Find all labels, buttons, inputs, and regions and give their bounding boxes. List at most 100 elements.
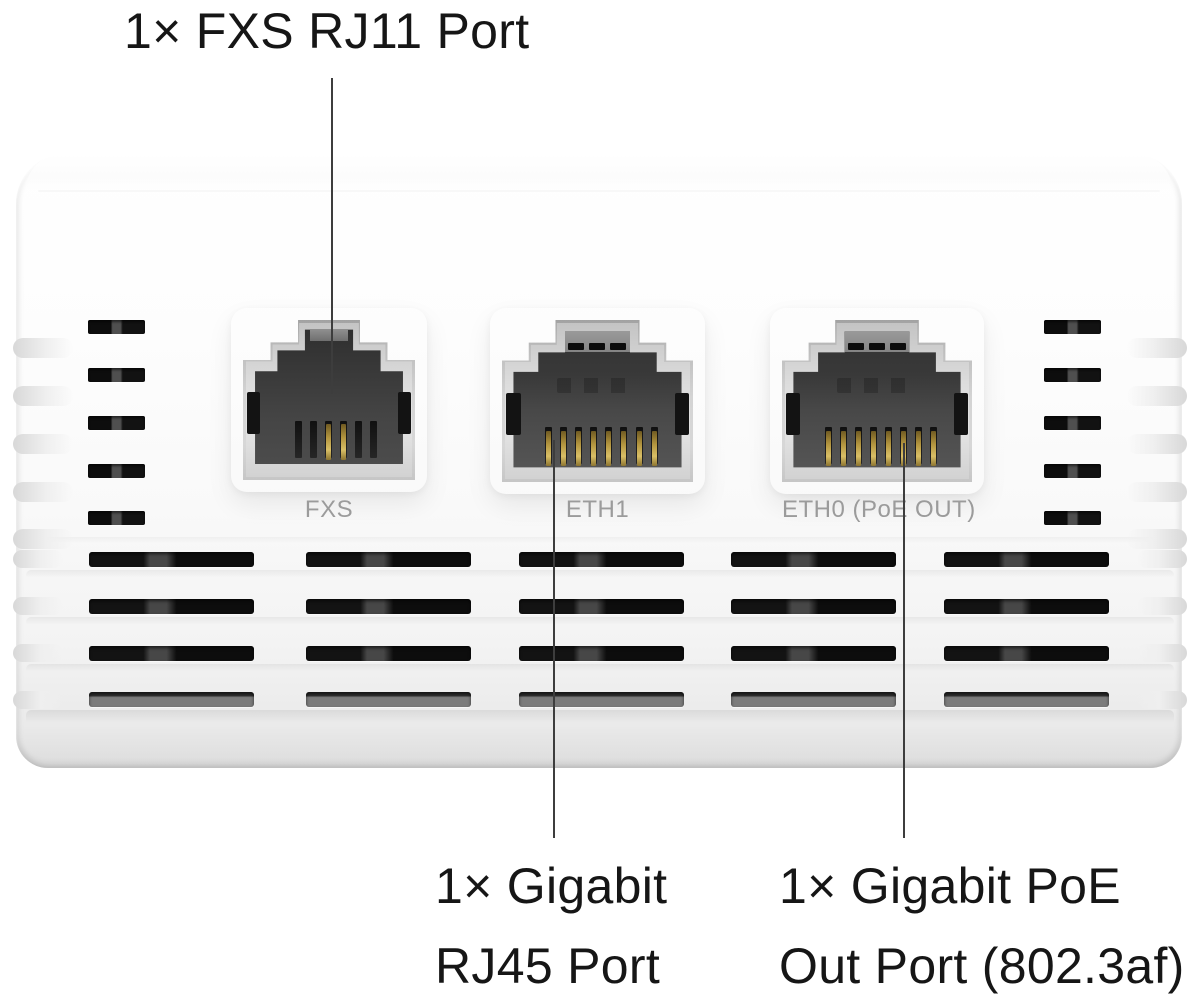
edge-groove xyxy=(13,550,63,568)
port-label-eth1: ETH1 xyxy=(565,496,630,523)
gold-pin xyxy=(840,430,846,467)
edge-groove xyxy=(13,386,73,406)
pin-groove xyxy=(324,420,332,460)
pin-groove xyxy=(309,420,317,458)
edge-groove xyxy=(1137,644,1187,662)
vent-slot xyxy=(306,646,471,661)
port-fxs xyxy=(243,320,415,480)
edge-groove xyxy=(1127,338,1187,358)
edge-groove xyxy=(1127,386,1187,406)
vent-slot xyxy=(944,599,1109,614)
vent-slot xyxy=(89,552,254,567)
edge-groove xyxy=(1137,691,1187,709)
latch-recess-left xyxy=(506,392,521,435)
pin-groove xyxy=(339,420,347,460)
port-top-shelf xyxy=(844,331,910,353)
gold-pin xyxy=(606,430,612,467)
pin-groove xyxy=(355,420,363,458)
cavity-emboss xyxy=(837,378,917,393)
port-label-fxs: FXS xyxy=(304,496,354,523)
fin-ridge xyxy=(26,664,1174,674)
pin-groove xyxy=(929,426,937,467)
gold-pin xyxy=(621,430,627,467)
vent-slot xyxy=(306,552,471,567)
gold-pin xyxy=(591,430,597,467)
vent-slot xyxy=(519,692,684,707)
fin-ridge xyxy=(26,710,1174,726)
rj45-pin-row xyxy=(544,426,658,467)
pin-groove xyxy=(575,426,583,467)
latch-recess-right xyxy=(674,392,689,435)
gold-pin xyxy=(825,430,831,467)
vent-slot xyxy=(88,368,145,382)
vent-slot xyxy=(731,646,896,661)
rj45-callout-line2: RJ45 Port xyxy=(435,938,661,994)
fin-ridge xyxy=(26,570,1174,580)
port-top-shelf xyxy=(565,331,630,353)
pin-groove xyxy=(884,426,892,467)
rj45-callout-line1: 1× Gigabit xyxy=(435,858,668,914)
fin-ridge xyxy=(26,617,1174,627)
edge-groove xyxy=(13,338,73,358)
gold-pin xyxy=(855,430,861,467)
vent-slot xyxy=(944,646,1109,661)
device-top-face xyxy=(26,154,1172,190)
pin-groove xyxy=(839,426,847,467)
gold-pin xyxy=(885,430,891,467)
fxs-port-callout: 1× FXS RJ11 Port xyxy=(124,3,530,59)
rj11-pin-row xyxy=(294,420,378,460)
pin-groove xyxy=(620,426,628,467)
gold-pin xyxy=(545,430,551,467)
pin-groove xyxy=(544,426,552,467)
gold-pin xyxy=(340,424,346,460)
vent-slot xyxy=(944,692,1109,707)
latch-recess-right xyxy=(398,392,412,434)
rj45-pin-row xyxy=(824,426,937,467)
cavity-emboss xyxy=(557,378,638,393)
vent-slot xyxy=(1044,368,1101,382)
gold-pin xyxy=(576,430,582,467)
edge-groove xyxy=(13,434,73,454)
vent-slot xyxy=(1044,511,1101,525)
edge-groove xyxy=(13,529,73,549)
pin-groove xyxy=(605,426,613,467)
vent-slot xyxy=(519,646,684,661)
device-rear-panel xyxy=(16,154,1182,768)
port-eth0 xyxy=(782,320,972,482)
edge-groove xyxy=(1127,529,1187,549)
edge-groove xyxy=(13,691,63,709)
vent-slot xyxy=(1044,320,1101,334)
port-top-shelf xyxy=(310,329,348,341)
pin-groove xyxy=(294,420,302,458)
vent-slot xyxy=(89,692,254,707)
pin-groove xyxy=(914,426,922,467)
edge-groove xyxy=(1137,550,1187,568)
gold-pin xyxy=(915,430,921,467)
poe-callout-line1: 1× Gigabit PoE xyxy=(779,858,1121,914)
vent-slot xyxy=(88,416,145,430)
edge-groove xyxy=(1137,597,1187,615)
edge-groove xyxy=(13,597,63,615)
pin-groove xyxy=(370,420,378,458)
edge-groove xyxy=(13,644,63,662)
latch-recess-left xyxy=(246,392,260,434)
pin-groove xyxy=(869,426,877,467)
vent-slot xyxy=(731,692,896,707)
edge-groove xyxy=(13,482,73,502)
fxs-leader-line xyxy=(331,78,333,394)
gold-pin xyxy=(870,430,876,467)
vent-slot xyxy=(731,599,896,614)
pin-groove xyxy=(854,426,862,467)
vent-slot xyxy=(306,599,471,614)
fin-ridge xyxy=(26,537,1174,545)
port-label-eth0: ETH0 (PoE OUT) xyxy=(782,496,976,523)
gold-pin xyxy=(930,430,936,467)
gold-pin xyxy=(636,430,642,467)
edge-groove xyxy=(1127,482,1187,502)
poe-callout-line2: Out Port (802.3af) xyxy=(779,938,1185,994)
port-eth1 xyxy=(502,320,693,482)
poe-out-port-callout: 1× Gigabit PoE Out Port (802.3af) xyxy=(779,846,1185,1002)
edge-groove xyxy=(1127,434,1187,454)
gold-pin xyxy=(325,424,331,460)
